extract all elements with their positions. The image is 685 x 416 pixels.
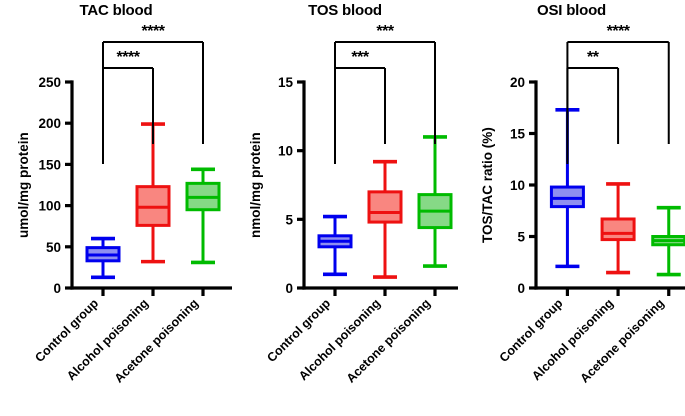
y-tick-label: 5 — [517, 230, 525, 245]
significance-bracket-1: **** — [102, 49, 154, 164]
y-axis-label: umol/mg protein — [16, 132, 31, 238]
y-axis-label: nmol/mg protein — [248, 132, 263, 238]
category-label-3: Acetone poisoning — [112, 296, 201, 385]
y-tick-label: 100 — [38, 199, 61, 214]
y-axis-label: TOS/TAC ratio (%) — [480, 127, 495, 243]
significance-label: **** — [607, 23, 631, 40]
box-plot-2 — [600, 182, 636, 275]
y-tick-label: 0 — [517, 281, 525, 296]
y-tick-label: 10 — [278, 144, 293, 159]
significance-bracket-2: *** — [334, 23, 436, 162]
significance-label: **** — [142, 23, 166, 40]
category-label-3: Acetone poisoning — [577, 296, 666, 385]
box-body — [600, 217, 636, 242]
box-plot-1 — [85, 236, 121, 280]
y-tick-label: 0 — [53, 281, 61, 296]
significance-bracket-2: **** — [566, 23, 670, 162]
y-tick-label: 20 — [510, 75, 525, 90]
box-body — [549, 185, 585, 209]
y-tick-label: 0 — [285, 281, 293, 296]
panel-title: TOS blood — [308, 2, 382, 19]
panel-title: OSI blood — [536, 2, 607, 19]
significance-label: ** — [587, 49, 600, 66]
significance-label: **** — [117, 49, 141, 66]
y-tick-label: 15 — [278, 75, 294, 90]
significance-label: *** — [376, 23, 394, 40]
box-plot-2 — [367, 159, 403, 279]
box-plot-2 — [135, 122, 171, 264]
y-tick-label: 15 — [510, 127, 526, 142]
box-plot-3 — [417, 135, 453, 268]
y-tick-label: 250 — [38, 75, 61, 90]
y-tick-label: 50 — [46, 240, 61, 255]
significance-bracket-1: *** — [334, 49, 386, 164]
box-body — [367, 190, 403, 224]
significance-bracket-2: **** — [102, 23, 204, 162]
significance-bracket-1: ** — [566, 49, 620, 164]
box-plot-1 — [317, 214, 353, 277]
y-tick-label: 150 — [38, 157, 61, 172]
box-plot-3 — [185, 167, 221, 265]
category-label-3: Acetone poisoning — [344, 296, 433, 385]
significance-label: *** — [351, 49, 369, 66]
y-tick-label: 10 — [510, 178, 525, 193]
panel-title: TAC blood — [79, 2, 153, 19]
y-tick-label: 5 — [285, 212, 293, 227]
y-tick-label: 200 — [38, 116, 61, 131]
box-plot-1 — [549, 108, 585, 269]
box-plot-3 — [651, 205, 685, 277]
